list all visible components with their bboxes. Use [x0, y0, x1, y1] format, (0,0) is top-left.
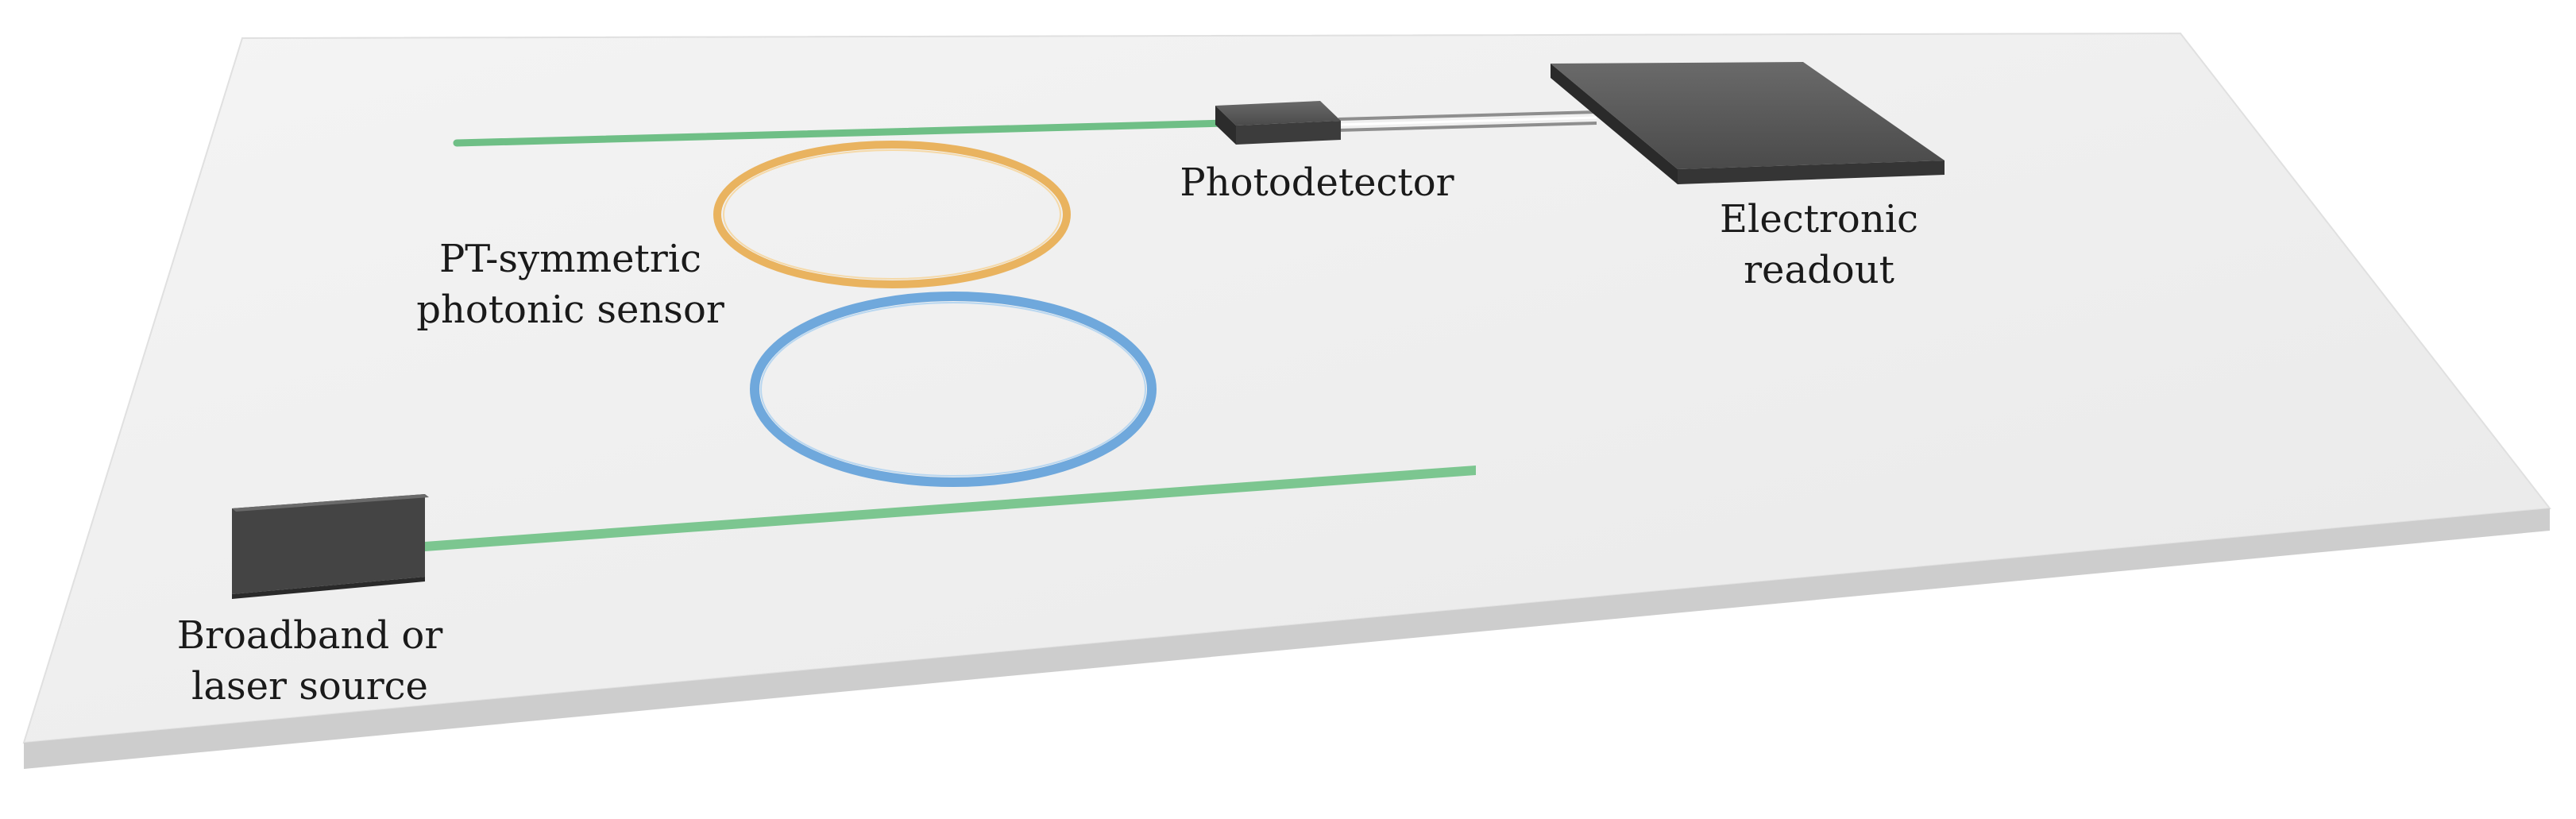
electronic-readout-device	[1551, 62, 1945, 184]
electronic-readout-label-line2: readout	[1744, 248, 1894, 292]
lower-bus-waveguide	[425, 466, 1476, 551]
upper-bus-waveguide	[453, 119, 1231, 147]
source-label-line1: Broadband or	[177, 613, 443, 658]
lower-ring-highlight	[760, 302, 1146, 477]
sensor-label-line1: PT-symmetric	[439, 237, 701, 281]
photodetector-device	[1215, 101, 1341, 145]
laser-source-device	[232, 494, 429, 599]
upper-ring-resonator	[713, 141, 1071, 288]
chip-front-edge	[24, 508, 2550, 769]
sensor-label-line2: photonic sensor	[416, 288, 724, 332]
lower-ring-resonator	[750, 292, 1157, 487]
readout-wires	[1338, 110, 1597, 132]
upper-ring-highlight	[723, 149, 1061, 280]
source-label-line2: laser source	[191, 664, 428, 709]
chip-substrate	[22, 32, 2551, 769]
electronic-readout-label-line1: Electronic	[1720, 197, 1918, 241]
photodetector-label: Photodetector	[1180, 160, 1454, 205]
